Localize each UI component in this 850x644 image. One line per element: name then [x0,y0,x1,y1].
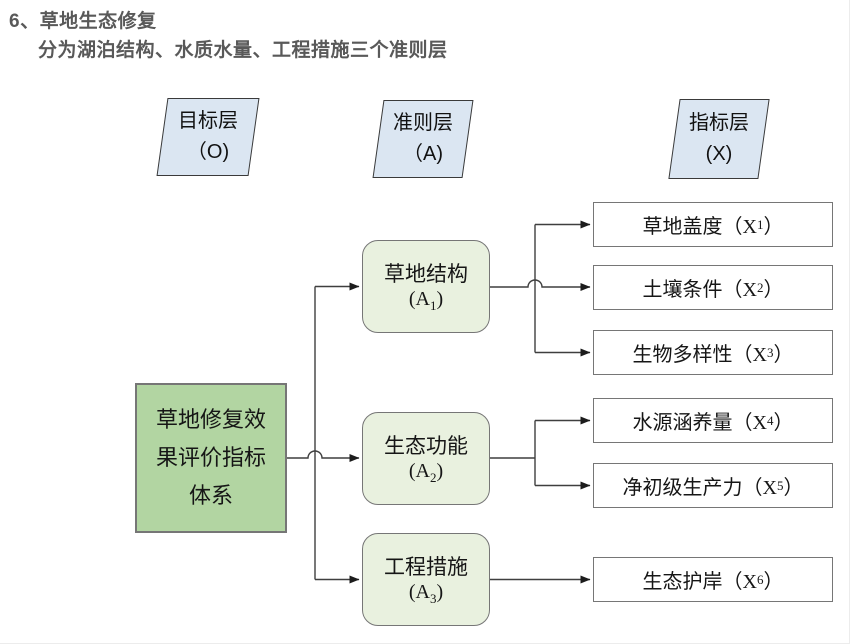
layer-header-label: 目标层 [178,110,238,132]
criteria-code: (A2) [408,460,444,486]
criteria-code: (A3) [408,581,444,607]
layer-header-label: 指标层 [689,112,749,134]
criteria-node-a1: 草地结构 (A1) [362,240,490,333]
page-title: 6、草地生态修复 [9,11,157,32]
goal-node-label: 草地修复效果评价指标体系 [155,407,266,508]
layer-header-code: (X) [705,143,733,165]
criteria-node-a3: 工程措施 (A3) [362,533,490,626]
layer-header-indicator: 指标层 (X) [668,99,770,179]
criteria-label: 草地结构 [384,261,468,286]
criteria-label: 生态功能 [384,433,468,458]
criteria-code: (A1) [408,288,444,314]
edge-a1-x2 [490,279,591,291]
edge-goal-a2 [287,450,360,462]
layer-header-goal: 目标层 （O) [156,98,260,176]
goal-node: 草地修复效果评价指标体系 [135,383,287,533]
criteria-label: 工程措施 [384,554,468,579]
page-subtitle: 分为湖泊结构、水质水量、工程措施三个准则层 [38,40,448,61]
criteria-node-a2: 生态功能 (A2) [362,412,490,505]
layer-header-label: 准则层 [393,112,453,134]
layer-header-criteria: 准则层 （A) [372,100,474,178]
layer-header-code: （O) [186,141,230,163]
layer-header-code: （A) [403,143,443,165]
